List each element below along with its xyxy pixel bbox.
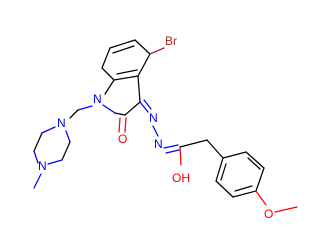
molecule-structure: Br N O N N OH O N [33, 34, 298, 221]
methoxy-oxygen-atom: O [264, 207, 273, 221]
n-n-bond [152, 125, 159, 137]
imine-double-bond [139, 101, 149, 113]
indole-nitrogen-atom: N [93, 92, 102, 106]
methoxyphenyl-ring [215, 151, 265, 198]
aryl-o-bond [255, 190, 267, 206]
hydroxyl-oxygen-atom: OH [172, 171, 190, 185]
lactam-oxygen-atom: O [118, 132, 127, 146]
lactam-carbonyl-bond-2 [124, 117, 127, 133]
ch2-pip-bond [69, 109, 79, 119]
lactam-ring [102, 75, 141, 116]
hydrazone-nitrogen-1: N [149, 111, 158, 125]
hydrazone-nitrogen-2: N [154, 137, 163, 151]
bond-c-br [149, 47, 165, 55]
piperazine-nitrogen-2: N [38, 159, 47, 173]
piperazine-nitrogen-1: N [57, 116, 66, 130]
n-c-amide-bond [163, 144, 179, 149]
o-methyl-bond [274, 206, 298, 213]
imine-double-bond-2 [143, 99, 152, 110]
bromine-atom: Br [165, 34, 177, 48]
lactam-carbonyl-bond [118, 117, 121, 133]
indole-benzene-ring [101, 39, 151, 81]
ch2-aryl-bond [206, 139, 224, 159]
indole-n-ch2-bond [77, 105, 93, 111]
piperazine-ring [33, 126, 71, 165]
c-ch2-bond [179, 139, 208, 148]
c-oh-bond [179, 146, 182, 166]
n-c-amide-bond-2 [165, 149, 180, 154]
n-methyl-bond [33, 173, 42, 189]
